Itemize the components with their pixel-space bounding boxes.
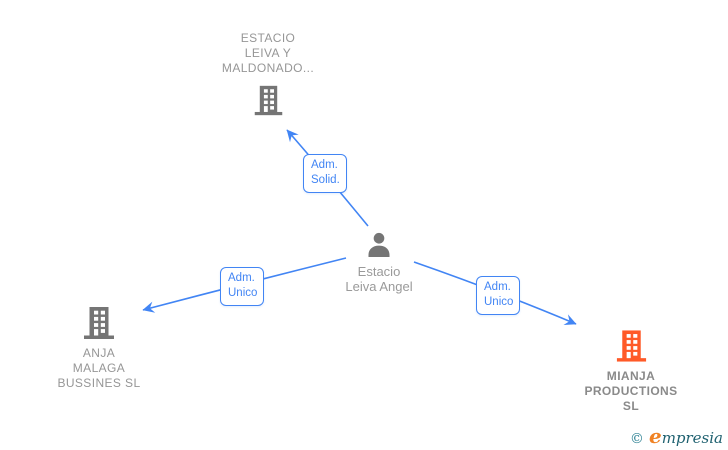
company-name: MIANJA PRODUCTIONS SL <box>551 369 711 414</box>
company-name: ANJA MALAGA BUSSINES SL <box>19 346 179 391</box>
edge-label-adm-solid: Adm. Solid. <box>303 154 347 193</box>
company-name-line: ANJA <box>82 346 116 360</box>
edge-label-adm-unico-right: Adm. Unico <box>476 276 521 315</box>
person-name-line: Estacio <box>357 264 401 279</box>
empresia-logo-text: mpresia <box>661 429 723 447</box>
company-name-line: ESTACIO <box>240 31 296 45</box>
person-icon <box>364 231 394 260</box>
company-name: ESTACIO LEIVA Y MALDONADO... <box>188 31 348 76</box>
node-company-mianja-productions[interactable]: MIANJA PRODUCTIONS SL <box>551 329 711 414</box>
edge-label-line: Adm. <box>311 159 338 171</box>
edge-label-line: Adm. <box>484 281 511 293</box>
building-icon <box>252 85 285 116</box>
company-name-line: MALAGA <box>72 361 126 375</box>
copyright-icon: © <box>629 431 644 447</box>
empresia-logo: © empresia <box>630 424 723 448</box>
company-name-line: SL <box>622 399 640 413</box>
node-person-estacio-leiva-angel[interactable]: Estacio Leiva Angel <box>319 231 439 294</box>
person-name: Estacio Leiva Angel <box>319 264 439 294</box>
edge-label-line: Unico <box>228 287 258 299</box>
edge-label-line: Unico <box>484 296 514 308</box>
node-company-anja-malaga-bussines[interactable]: ANJA MALAGA BUSSINES SL <box>19 306 179 391</box>
building-icon <box>81 306 117 340</box>
company-name-line: MALDONADO... <box>221 61 315 75</box>
empresia-logo-initial: e <box>648 424 662 448</box>
building-icon-highlighted <box>614 329 649 363</box>
person-name-line: Leiva Angel <box>345 279 413 294</box>
edge-label-adm-unico-left: Adm. Unico <box>220 267 265 306</box>
company-name-line: LEIVA Y <box>244 46 292 60</box>
company-name-line: BUSSINES SL <box>57 376 141 390</box>
node-company-estacio-leiva-y-maldonado[interactable]: ESTACIO LEIVA Y MALDONADO... <box>188 31 348 116</box>
company-name-line: PRODUCTIONS <box>584 384 678 398</box>
edge-label-line: Solid. <box>311 174 340 186</box>
company-name-line: MIANJA <box>606 369 656 383</box>
edge-label-line: Adm. <box>228 272 255 284</box>
